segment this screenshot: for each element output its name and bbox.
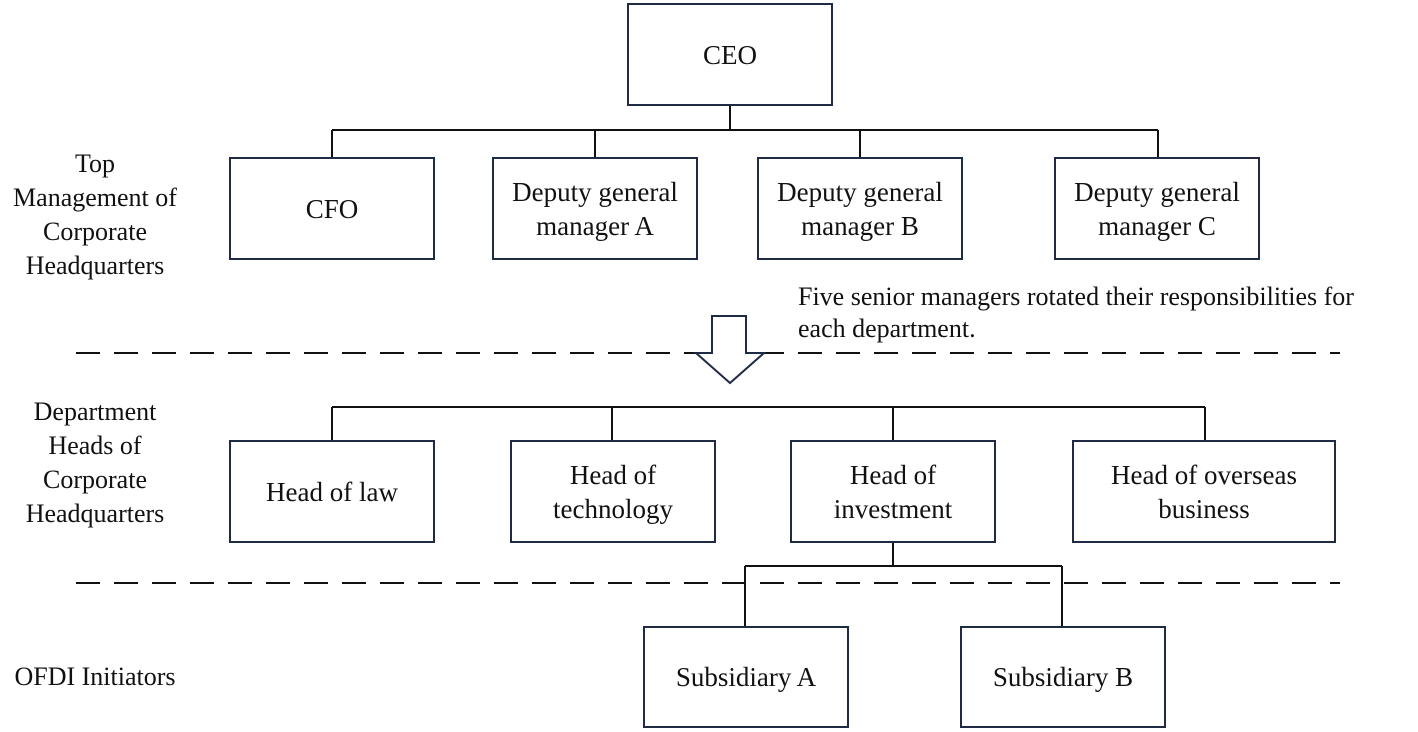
subsidiary-a-label: Subsidiary A xyxy=(675,662,817,692)
tier-label-line: Corporate xyxy=(43,217,147,246)
tier-label-line: Top xyxy=(74,149,116,178)
head-of-technology-box: Head of technology xyxy=(510,440,716,543)
tier-label-line: Headquarters xyxy=(25,251,165,280)
head-of-investment-box: Head of investment xyxy=(790,440,996,543)
cfo-label: CFO xyxy=(305,193,359,224)
deputy-gm-a-label-line: manager A xyxy=(536,210,654,241)
subsidiary-b-label: Subsidiary B xyxy=(992,662,1134,692)
head-of-overseas-business-box: Head of overseas business xyxy=(1072,440,1336,543)
deputy-gm-c-box: Deputy general manager C xyxy=(1054,157,1260,260)
ceo-label: CEO xyxy=(703,39,757,70)
deputy-gm-c-label-line: manager C xyxy=(1098,210,1216,241)
deputy-gm-b-box: Deputy general manager B xyxy=(757,157,963,260)
deputy-gm-a-label-line: Deputy general xyxy=(512,176,678,207)
tier-label-ofdi-initiators: OFDI Initiators xyxy=(0,660,190,694)
deputy-gm-b-label-line: manager B xyxy=(801,210,919,241)
deputy-gm-b-label-line: Deputy general xyxy=(777,176,943,207)
tier-label-line: Heads of xyxy=(48,431,142,460)
tier-label-line: Corporate xyxy=(43,465,147,494)
tier-label-department-heads: Department Heads of Corporate Headquarte… xyxy=(0,395,190,531)
ceo-box: CEO xyxy=(627,3,833,106)
tier-label-top-management: Top Management of Corporate Headquarters xyxy=(0,147,190,283)
tier-label-line: Department xyxy=(33,397,157,426)
head-of-investment-label-line: Head of xyxy=(849,459,937,490)
rotation-note: Five senior managers rotated their respo… xyxy=(798,281,1354,345)
tier-label-line: Headquarters xyxy=(25,499,165,528)
rotation-note-line: Five senior managers rotated their respo… xyxy=(798,282,1354,311)
head-of-law-label: Head of law xyxy=(266,476,398,507)
down-arrow-icon xyxy=(693,315,767,385)
subsidiary-b-box: Subsidiary B xyxy=(960,626,1166,728)
subsidiary-a-box: Subsidiary A xyxy=(643,626,849,728)
cfo-box: CFO xyxy=(229,157,435,260)
head-of-technology-label-line: technology xyxy=(553,493,673,524)
deputy-gm-c-label-line: Deputy general xyxy=(1074,176,1240,207)
head-of-overseas-business-label-line: Head of overseas xyxy=(1111,459,1297,490)
tier-label-line: Management of xyxy=(13,183,177,212)
head-of-investment-label-line: investment xyxy=(833,493,953,524)
head-of-overseas-business-label-line: business xyxy=(1158,493,1250,524)
head-of-law-box: Head of law xyxy=(229,440,435,543)
rotation-note-line: each department. xyxy=(798,314,976,343)
head-of-technology-label-line: Head of xyxy=(569,459,657,490)
tier-label-line: OFDI Initiators xyxy=(14,662,176,691)
deputy-gm-a-box: Deputy general manager A xyxy=(492,157,698,260)
